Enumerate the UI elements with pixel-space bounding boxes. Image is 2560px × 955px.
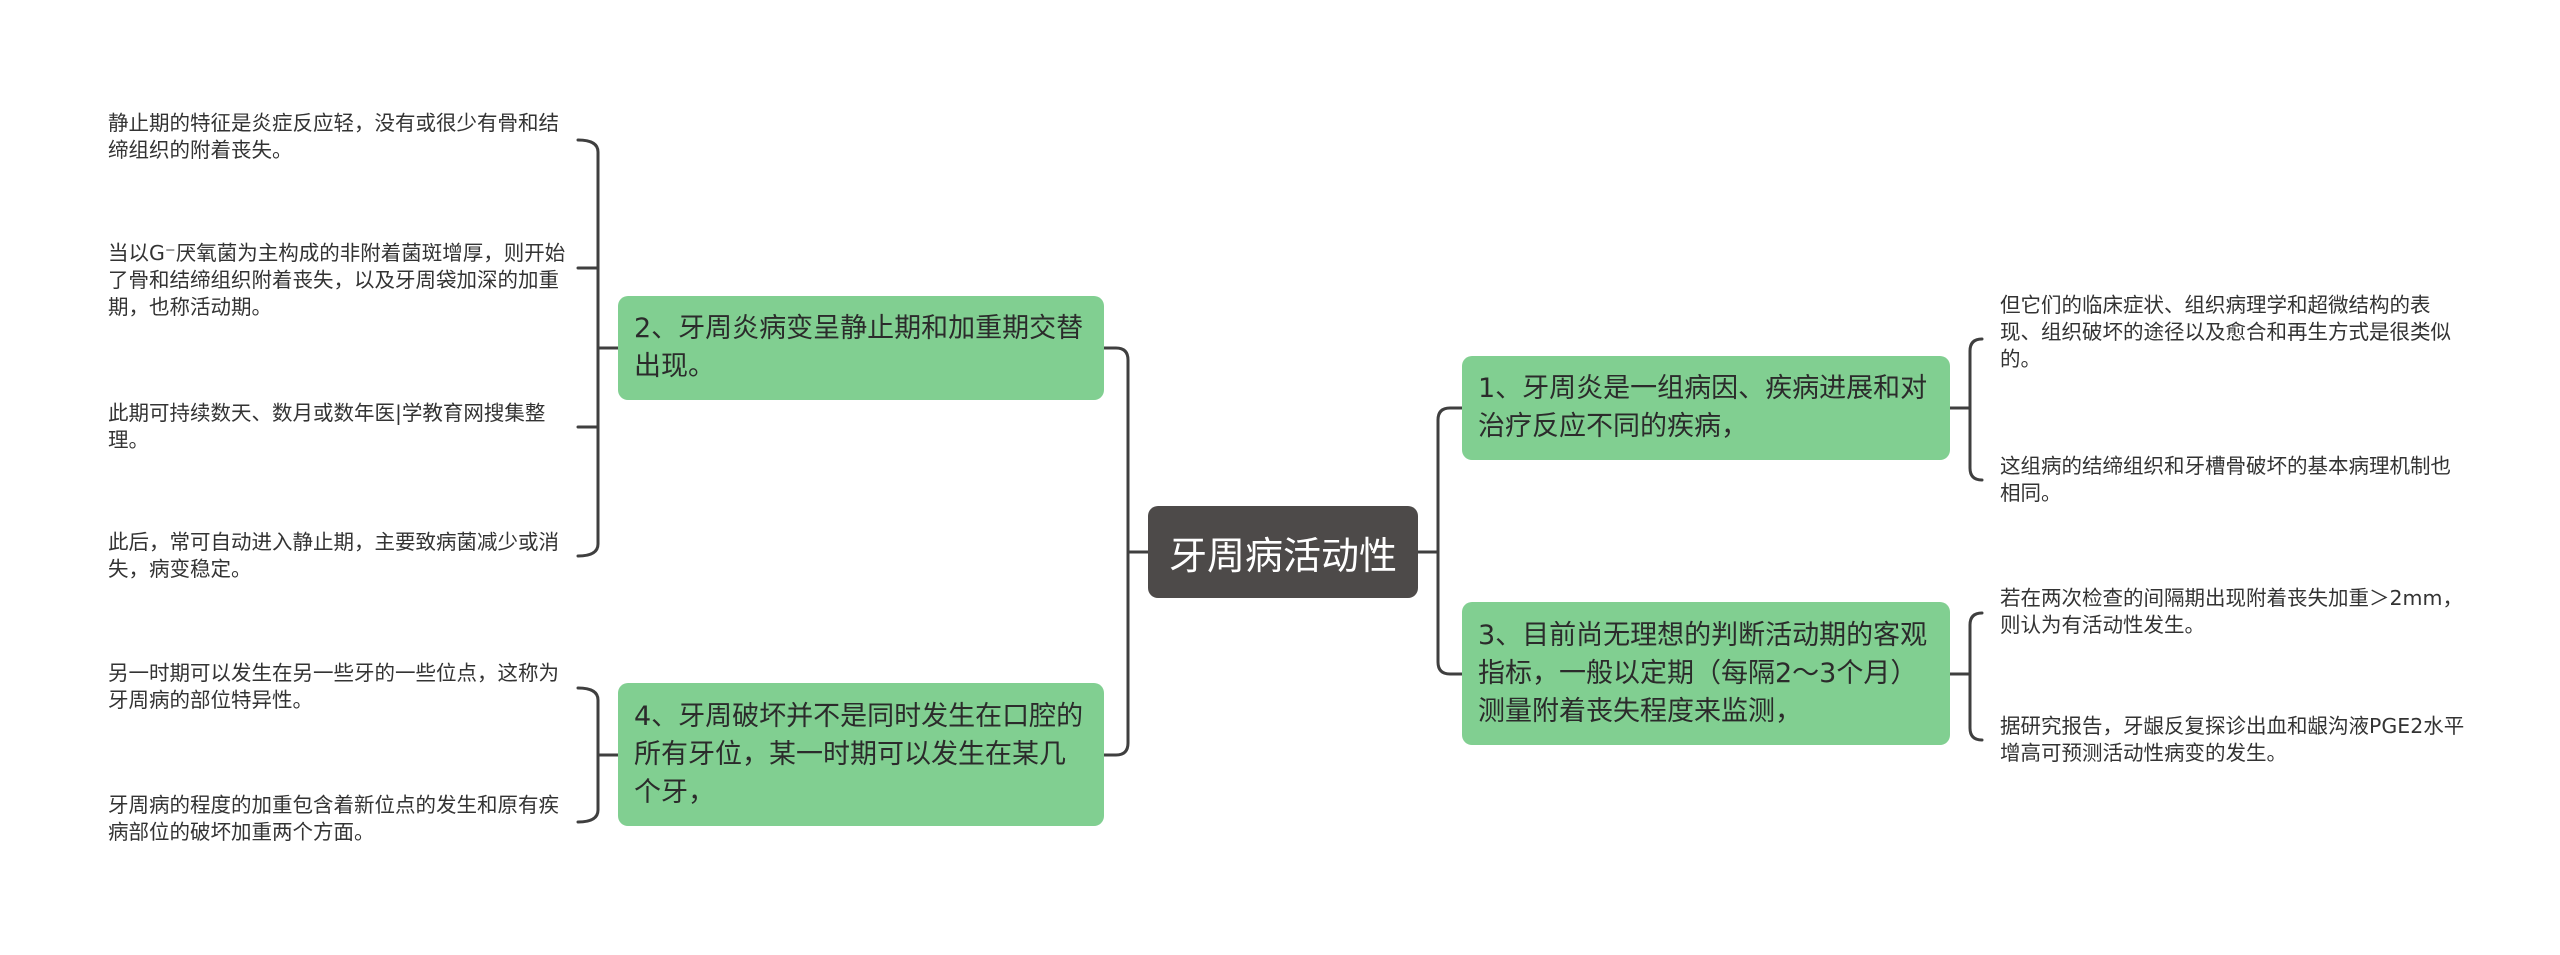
connector-root-right [1416, 406, 1464, 676]
leaf-node[interactable]: 另一时期可以发生在另一些牙的一些位点，这称为牙周病的部位特异性。 [108, 661, 559, 712]
connector-left-1 [576, 138, 620, 558]
branch-node-left-1[interactable]: 2、牙周炎病变呈静止期和加重期交替出现。 [618, 296, 1104, 400]
branch-label: 1、牙周炎是一组病因、疾病进展和对治疗反应不同的疾病， [1478, 373, 1928, 442]
leaf-node[interactable]: 此期可持续数天、数月或数年医|学教育网搜集整理。 [108, 401, 546, 452]
branch-node-right-2[interactable]: 3、目前尚无理想的判断活动期的客观指标，一般以定期（每隔2～3个月）测量附着丧失… [1462, 602, 1950, 745]
branch-label: 2、牙周炎病变呈静止期和加重期交替出现。 [634, 313, 1084, 382]
connector-root-left [1102, 346, 1150, 757]
leaf-node[interactable]: 若在两次检查的间隔期出现附着丧失加重＞2mm，则认为有活动性发生。 [2000, 586, 2463, 637]
leaf-node[interactable]: 但它们的临床症状、组织病理学和超微结构的表现、组织破坏的途径以及愈合和再生方式是… [2000, 293, 2451, 371]
branch-node-left-2[interactable]: 4、牙周破坏并不是同时发生在口腔的所有牙位，某一时期可以发生在某几个牙， [618, 683, 1104, 826]
connector-right-2 [1948, 611, 1984, 742]
root-node[interactable]: 牙周病活动性 [1148, 506, 1418, 598]
leaf-node[interactable]: 当以G⁻厌氧菌为主构成的非附着菌斑增厚，则开始了骨和结缔组织附着丧失，以及牙周袋… [108, 241, 566, 319]
leaf-node[interactable]: 此后，常可自动进入静止期，主要致病菌减少或消失，病变稳定。 [108, 530, 559, 581]
branch-label: 3、目前尚无理想的判断活动期的客观指标，一般以定期（每隔2～3个月）测量附着丧失… [1478, 619, 1928, 727]
branch-label: 4、牙周破坏并不是同时发生在口腔的所有牙位，某一时期可以发生在某几个牙， [634, 700, 1084, 808]
connector-left-2 [576, 686, 620, 824]
leaf-node[interactable]: 这组病的结缔组织和牙槽骨破坏的基本病理机制也相同。 [2000, 454, 2451, 505]
root-label: 牙周病活动性 [1168, 533, 1397, 578]
branch-node-right-1[interactable]: 1、牙周炎是一组病因、疾病进展和对治疗反应不同的疾病， [1462, 356, 1950, 460]
leaf-node[interactable]: 静止期的特征是炎症反应轻，没有或很少有骨和结缔组织的附着丧失。 [108, 111, 559, 162]
connector-right-1 [1948, 337, 1984, 482]
leaf-node[interactable]: 牙周病的程度的加重包含着新位点的发生和原有疾病部位的破坏加重两个方面。 [108, 793, 559, 844]
leaf-node[interactable]: 据研究报告，牙龈反复探诊出血和龈沟液PGE2水平增高可预测活动性病变的发生。 [2000, 714, 2465, 765]
